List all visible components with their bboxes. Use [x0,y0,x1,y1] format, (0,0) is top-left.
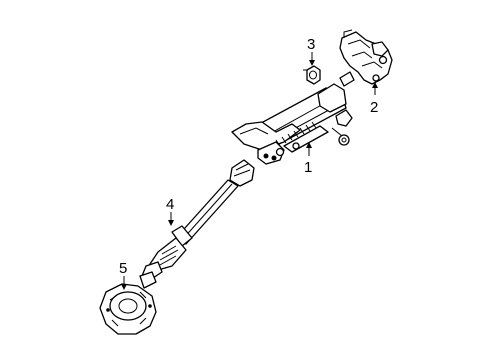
callout-4-label: 4 [166,196,174,213]
boot-seal [99,283,157,335]
lock-housing [339,29,393,85]
callout-3-arrowhead [309,60,315,66]
nut [303,65,321,85]
callout-1-arrowhead [306,142,312,148]
callout-5-label: 5 [119,260,127,277]
callout-2-arrowhead [372,82,378,88]
steering-column-assembly [231,71,355,165]
callout-4-arrowhead [168,220,174,226]
callout-1-label: 1 [304,159,312,176]
callout-3-label: 3 [307,36,315,53]
intermediate-shaft [139,159,255,289]
callout-5-arrowhead [121,284,127,290]
callout-2-label: 2 [370,99,378,116]
